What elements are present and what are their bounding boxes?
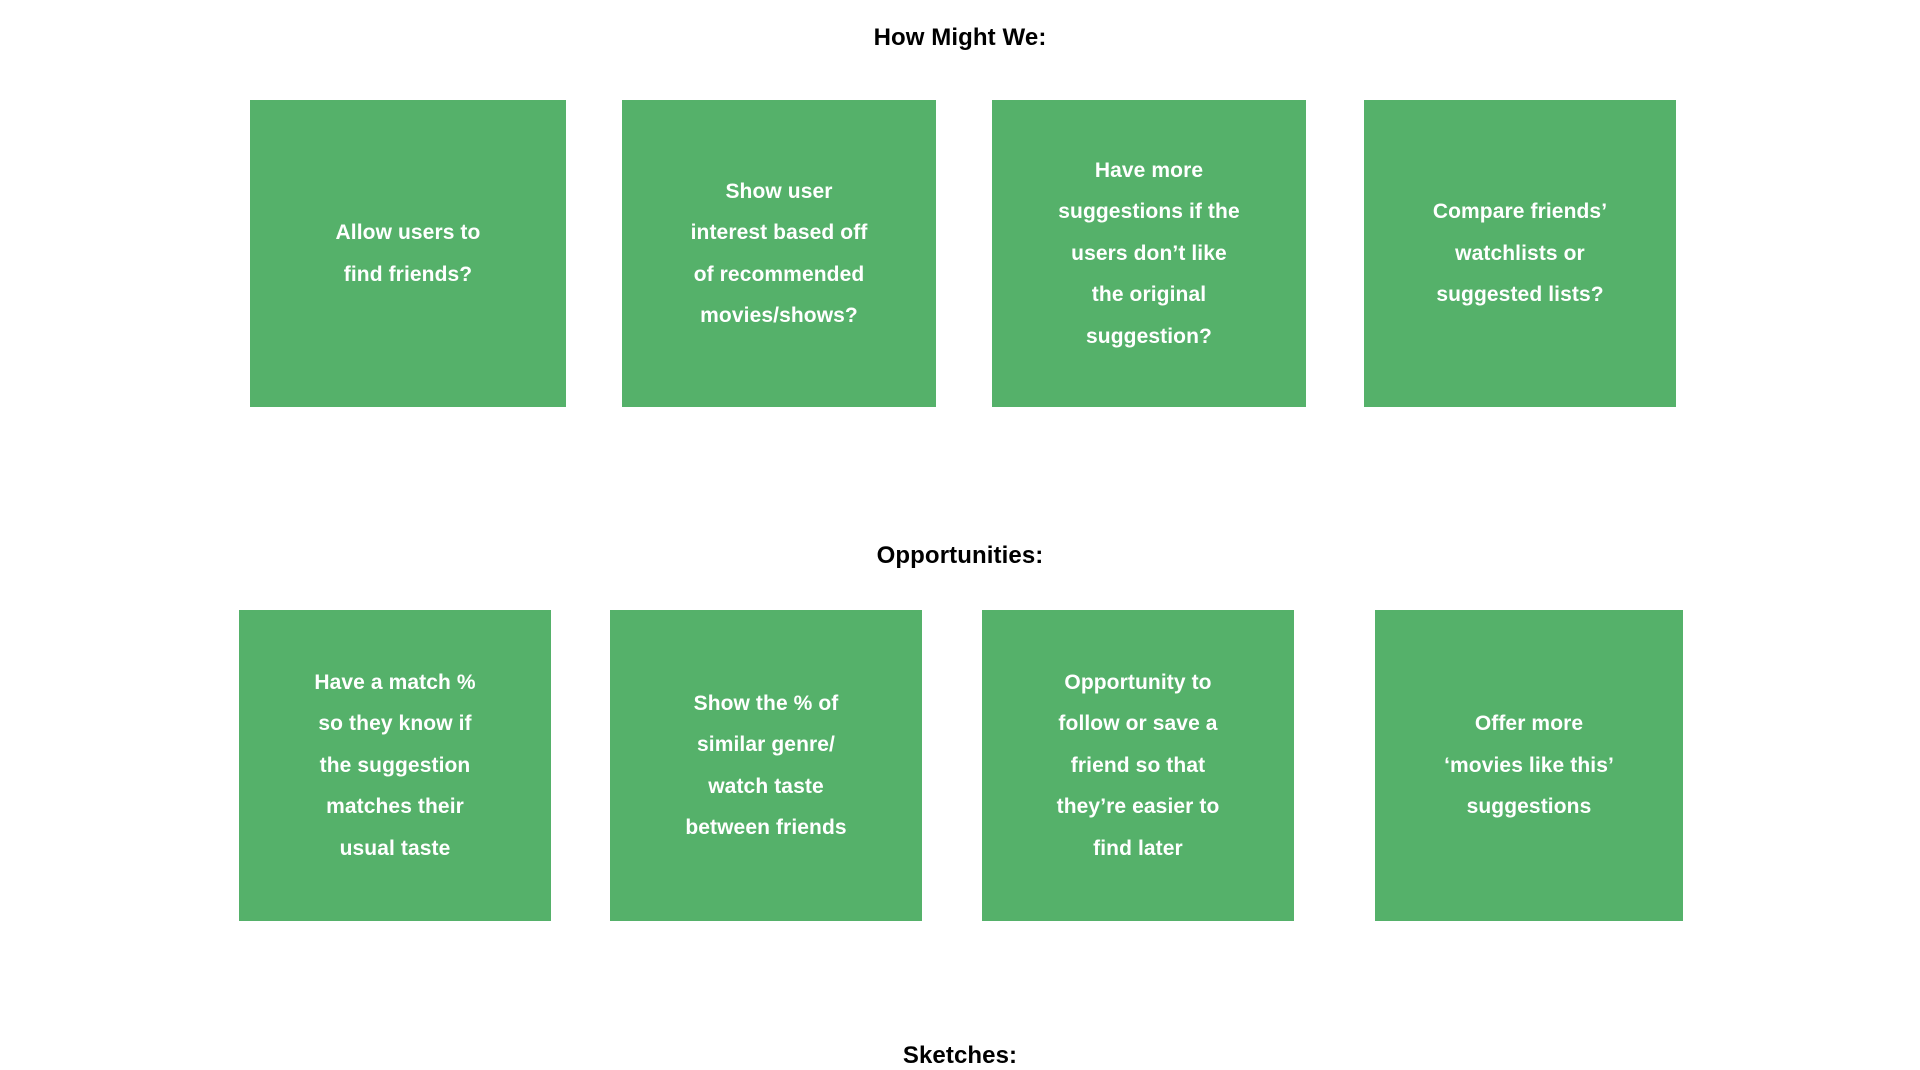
sticky-note-text: Have more suggestions if the users don’t…: [1058, 158, 1240, 348]
section-heading-how-might-we: How Might We:: [873, 23, 1047, 51]
sticky-note-card[interactable]: Offer more ‘movies like this’ suggestion…: [1375, 610, 1683, 921]
sticky-note-card[interactable]: Have more suggestions if the users don’t…: [992, 100, 1306, 407]
sticky-note-card[interactable]: Allow users to find friends?: [250, 100, 566, 407]
section-heading-sketches: Sketches:: [902, 1041, 1018, 1069]
sticky-note-card[interactable]: Have a match % so they know if the sugge…: [239, 610, 551, 921]
sticky-note-text: Allow users to find friends?: [335, 221, 481, 286]
sticky-note-text: Show user interest based off of recommen…: [690, 179, 868, 328]
sticky-note-text: Have a match % so they know if the sugge…: [314, 670, 476, 860]
card-row-opportunities: Have a match % so they know if the sugge…: [0, 610, 1920, 921]
sticky-note-text: Compare friends’ watchlists or suggested…: [1432, 200, 1608, 307]
sticky-note-text: Offer more ‘movies like this’ suggestion…: [1444, 712, 1614, 819]
sticky-note-text: Opportunity to follow or save a friend s…: [1056, 670, 1220, 860]
sticky-note-card[interactable]: Compare friends’ watchlists or suggested…: [1364, 100, 1676, 407]
sticky-note-text: Show the % of similar genre/ watch taste…: [685, 691, 847, 840]
sticky-note-card[interactable]: Show user interest based off of recommen…: [622, 100, 936, 407]
section-heading-opportunities: Opportunities:: [876, 541, 1044, 569]
sticky-note-card[interactable]: Show the % of similar genre/ watch taste…: [610, 610, 922, 921]
card-row-how-might-we: Allow users to find friends? Show user i…: [0, 100, 1920, 407]
sticky-note-card[interactable]: Opportunity to follow or save a friend s…: [982, 610, 1294, 921]
